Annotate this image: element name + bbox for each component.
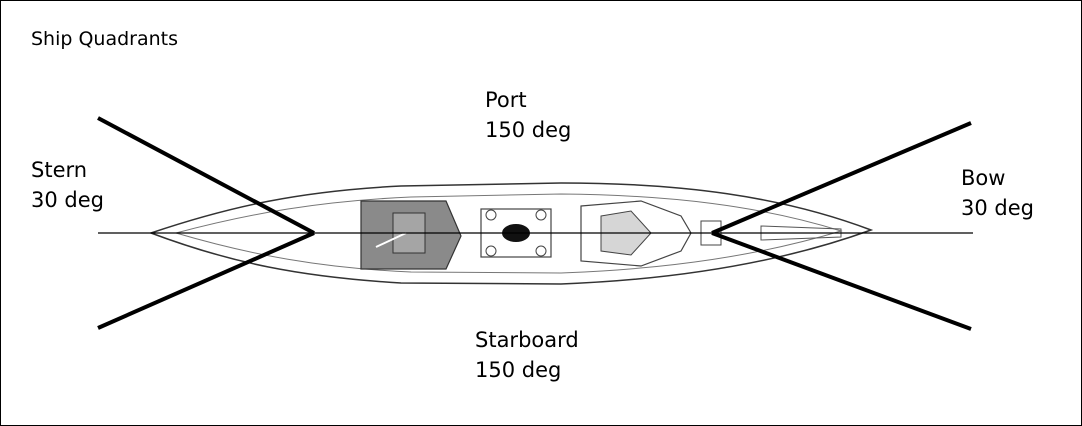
aft-gun [375, 232, 407, 248]
mount-3 [485, 245, 497, 257]
stern-sector-line-upper [97, 116, 315, 235]
stern-angle: 30 deg [31, 188, 104, 212]
port-angle: 150 deg [485, 118, 572, 142]
mount-1 [485, 209, 497, 221]
bow-sector-line-lower [711, 231, 972, 331]
port-label: Port 150 deg [485, 85, 571, 145]
starboard-label: Starboard 150 deg [475, 325, 579, 385]
bow-angle: 30 deg [961, 196, 1034, 220]
mount-4 [535, 245, 547, 257]
stern-label: Stern 30 deg [31, 155, 104, 215]
bow-name: Bow [961, 166, 1006, 190]
starboard-name: Starboard [475, 328, 579, 352]
bow-sector-line-upper [711, 121, 972, 235]
mount-2 [535, 209, 547, 221]
forward-structure [580, 200, 692, 267]
diagram-title: Ship Quadrants [31, 28, 179, 50]
bow-label: Bow 30 deg [961, 163, 1034, 223]
starboard-angle: 150 deg [475, 358, 562, 382]
port-name: Port [485, 88, 527, 112]
bow-detail [760, 225, 842, 241]
stern-sector-line-lower [97, 231, 315, 330]
stern-name: Stern [31, 158, 88, 182]
